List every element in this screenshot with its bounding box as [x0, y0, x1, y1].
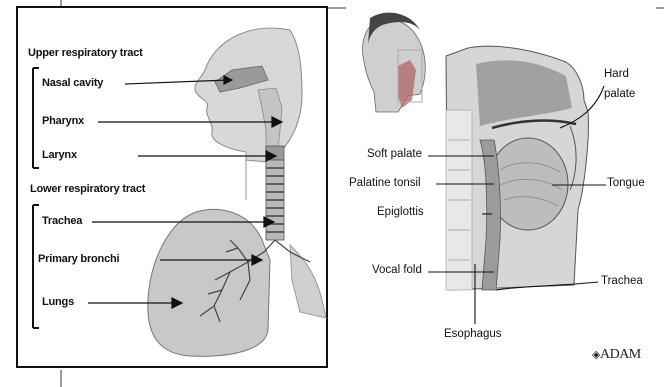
epiglottis-label: Epiglottis	[377, 206, 424, 218]
upper-tract-heading: Upper respiratory tract	[28, 47, 143, 59]
nasal-cavity-label: Nasal cavity	[42, 77, 103, 89]
lower-tract-heading: Lower respiratory tract	[30, 183, 145, 195]
larynx-label: Larynx	[42, 149, 77, 161]
vocal-fold-label: Vocal fold	[372, 264, 422, 276]
lung-shape	[148, 209, 270, 356]
trachea-shape	[266, 160, 284, 240]
head-inset	[363, 13, 426, 112]
adam-logo-text: ADAM	[600, 347, 641, 362]
head-outline	[195, 28, 302, 162]
sagittal-section-illustration	[446, 46, 588, 290]
primary-bronchi-label: Primary bronchi	[38, 253, 119, 265]
trachea-label: Trachea	[42, 215, 82, 227]
lungs-label: Lungs	[42, 296, 74, 308]
esophagus-label: Esophagus	[444, 328, 502, 340]
trachea-right-label: Trachea	[601, 275, 643, 287]
adam-logo-mark: ◈	[592, 349, 600, 361]
adam-logo: ◈ADAM	[592, 347, 641, 363]
palatine-tonsil-label: Palatine tonsil	[349, 177, 421, 189]
upper-tract-bracket	[33, 68, 39, 168]
right-lung-shape	[290, 245, 326, 318]
lower-tract-bracket	[33, 205, 39, 328]
tongue-label: Tongue	[607, 177, 645, 189]
hard-palate-label: Hard palate	[604, 64, 654, 104]
soft-palate-label: Soft palate	[367, 148, 422, 160]
pharynx-label: Pharynx	[42, 115, 84, 127]
